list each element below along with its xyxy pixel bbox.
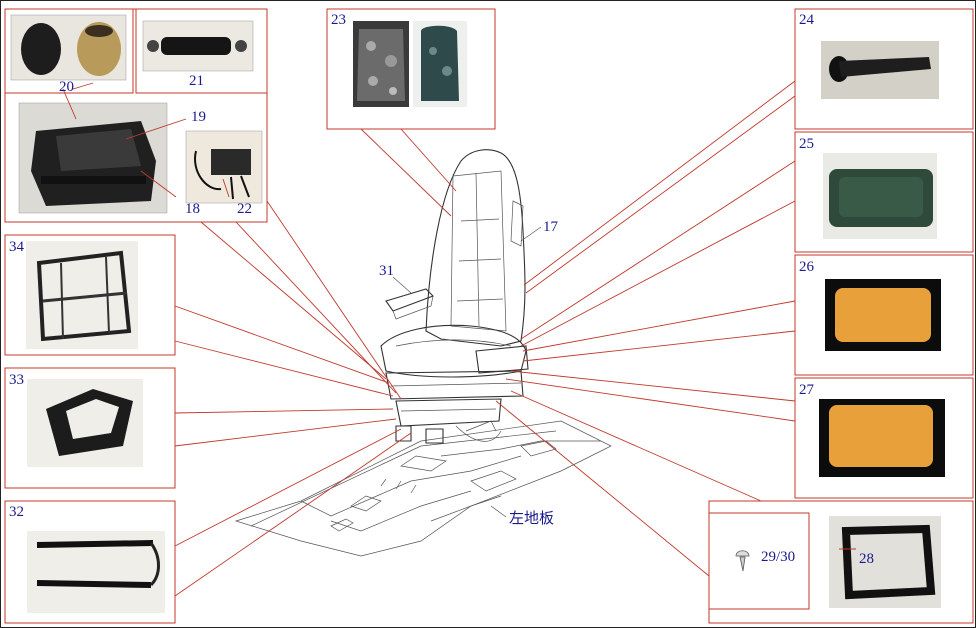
label-33: 33 [9,372,24,388]
group-box-33 [4,367,176,489]
callout-labels: 20 21 19 18 22 23 17 31 24 25 26 27 28 2… [9,12,874,567]
label-24: 24 [799,12,815,28]
label-19: 19 [191,109,206,125]
label-31: 31 [379,263,394,279]
label-32: 32 [9,504,24,520]
group-box-34 [4,234,176,356]
group-box-23 [326,8,496,130]
label-27: 27 [799,382,815,398]
label-28: 28 [859,551,874,567]
leader-lines [62,80,856,597]
floor-label: 左地板 [509,509,554,527]
label-26: 26 [799,259,815,275]
group-box-26 [794,254,974,376]
group-box-32 [4,500,176,624]
label-17: 17 [543,219,559,235]
group-box-28-30 [708,500,974,624]
floor-panel [234,420,612,557]
label-22: 22 [237,201,252,217]
group-box-24 [794,8,974,130]
label-21: 21 [189,73,204,89]
label-18: 18 [185,201,200,217]
group-box-18-22 [4,8,268,223]
group-box-25 [794,131,974,253]
label-25: 25 [799,136,814,152]
label-23: 23 [331,12,346,28]
group-box-27 [794,377,974,499]
label-20: 20 [59,79,74,95]
driver-seat-drawing [380,149,529,444]
label-29-30: 29/30 [761,549,795,565]
label-34: 34 [9,239,25,255]
